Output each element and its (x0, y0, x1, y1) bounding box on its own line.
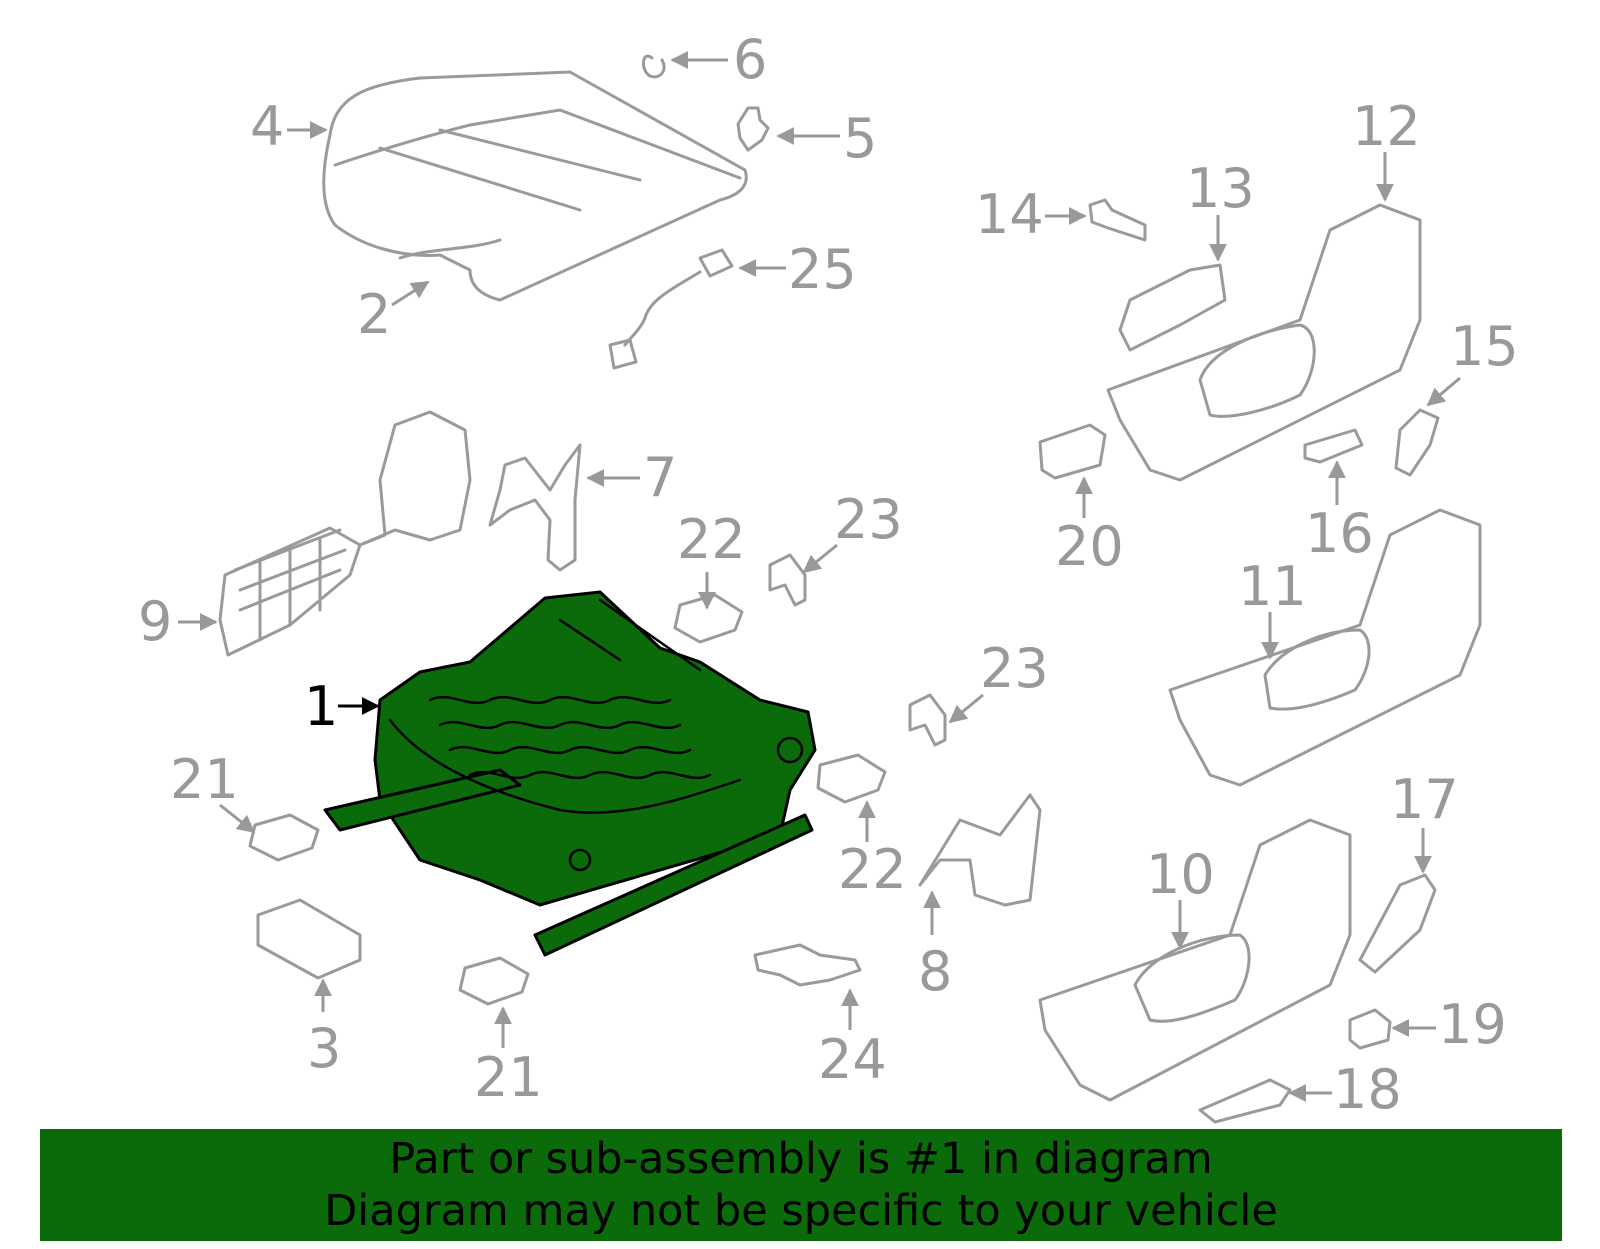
callout-8: 8 (918, 940, 952, 1003)
bolt-part-14 (1088, 198, 1147, 242)
callout-4: 4 (250, 95, 284, 158)
wire-harness-part-25 (608, 248, 734, 370)
callout-23-upper: 23 (834, 488, 903, 551)
callout-19: 19 (1438, 993, 1507, 1056)
knob-part-15 (1394, 408, 1440, 477)
knob-part-16 (1303, 428, 1364, 464)
callout-20: 20 (1055, 515, 1124, 578)
banner-line-part-number: Part or sub-assembly is #1 in diagram (389, 1134, 1213, 1184)
callout-18: 18 (1333, 1058, 1402, 1121)
callout-13: 13 (1186, 157, 1255, 220)
clip-part-23-upper (768, 553, 807, 607)
callout-2: 2 (357, 283, 391, 346)
info-banner: Part or sub-assembly is #1 in diagram Di… (40, 1129, 1562, 1241)
callout-21-left: 21 (170, 748, 239, 811)
callout-25: 25 (788, 238, 857, 301)
clip-part-23-lower (908, 693, 947, 747)
cover-part-22-lower (816, 753, 887, 804)
callout-24: 24 (818, 1028, 887, 1091)
switch-part-19 (1348, 1008, 1392, 1050)
leader-arrows (178, 51, 1461, 1102)
callout-12: 12 (1352, 95, 1421, 158)
callout-5: 5 (843, 107, 877, 170)
side-shield-part-11 (1168, 508, 1482, 787)
switch-part-13 (1118, 263, 1227, 352)
banner-line-disclaimer: Diagram may not be specific to your vehi… (324, 1186, 1278, 1236)
callout-11: 11 (1238, 555, 1307, 618)
callout-23-lower: 23 (980, 637, 1049, 700)
callout-7: 7 (643, 446, 677, 509)
knob-part-18 (1198, 1078, 1292, 1124)
callout-16: 16 (1305, 502, 1374, 565)
callout-15: 15 (1450, 315, 1519, 378)
callout-9: 9 (138, 590, 172, 653)
push-pin-part-5 (736, 106, 770, 152)
seat-cushion-cover (322, 70, 748, 302)
side-shield-part-12 (1106, 203, 1422, 482)
callout-labels: 1 2 3 4 5 6 7 8 9 10 11 12 13 14 15 16 1… (138, 28, 1519, 1121)
callout-22-upper: 22 (677, 508, 746, 571)
callout-10: 10 (1146, 843, 1215, 906)
module-part-3 (256, 898, 362, 980)
seat-back-panel-part-9 (218, 410, 472, 657)
cover-part-21-left (248, 813, 320, 862)
callout-22-lower: 22 (838, 838, 907, 901)
clip-part-6 (642, 54, 666, 79)
switch-part-20 (1038, 423, 1107, 480)
callout-21-bottom: 21 (474, 1046, 543, 1109)
cover-part-21-bottom (458, 956, 530, 1006)
side-shield-part-10 (1038, 818, 1352, 1102)
callout-3: 3 (307, 1017, 341, 1080)
callout-17: 17 (1390, 768, 1459, 831)
bracket-part-7 (488, 443, 582, 572)
callout-1: 1 (304, 675, 338, 738)
callout-6: 6 (733, 28, 767, 91)
seat-frame-part-1 (323, 590, 817, 957)
knob-part-17 (1358, 873, 1437, 974)
callout-14: 14 (975, 183, 1044, 246)
bracket-part-24 (753, 943, 862, 987)
bracket-part-8 (918, 793, 1042, 907)
